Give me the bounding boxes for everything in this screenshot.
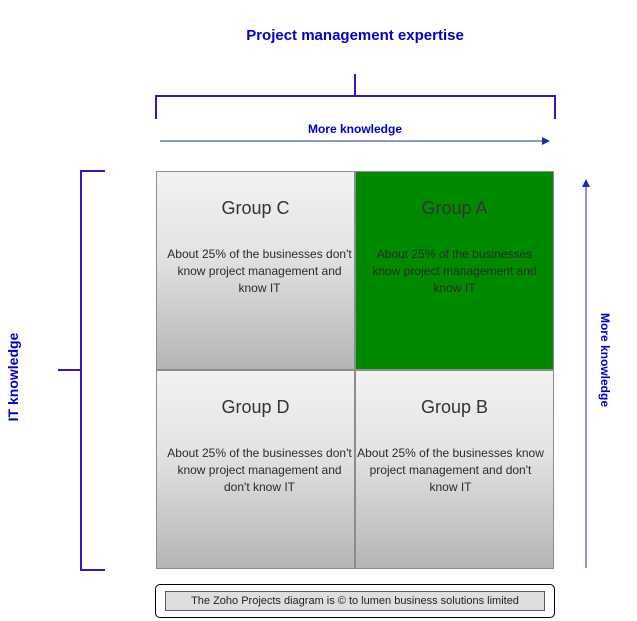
quadrant-group-c: Group C About 25% of the businesses don'…: [156, 171, 355, 370]
quadrant-title: Group A: [421, 198, 488, 218]
left-axis-title: IT knowledge: [5, 332, 21, 422]
quadrant-description: About 25% of the businesses don't know p…: [167, 247, 352, 295]
top-bracket: [155, 74, 556, 119]
top-axis-title: Project management expertise: [246, 27, 464, 44]
quadrant-description: About 25% of the businesses know project…: [357, 446, 544, 494]
quadrant-group-d: Group D About 25% of the businesses don'…: [156, 370, 355, 569]
quadrant-description: About 25% of the businesses know project…: [372, 247, 537, 295]
copyright-text: The Zoho Projects diagram is © to lumen …: [165, 591, 545, 611]
quadrant-group-a: Group A About 25% of the businesses know…: [355, 171, 554, 370]
quadrant-title: Group C: [221, 198, 290, 218]
quadrant-title: Group B: [420, 397, 489, 417]
quadrant-group-b: Group B About 25% of the businesses know…: [355, 370, 554, 569]
quadrant-description: About 25% of the businesses don't know p…: [167, 446, 352, 494]
left-bracket: [58, 170, 105, 571]
copyright-box: The Zoho Projects diagram is © to lumen …: [155, 584, 555, 618]
top-arrow-label: More knowledge: [307, 122, 402, 136]
quadrant-title: Group D: [221, 397, 290, 417]
right-arrow-label: More knowledge: [598, 312, 612, 407]
